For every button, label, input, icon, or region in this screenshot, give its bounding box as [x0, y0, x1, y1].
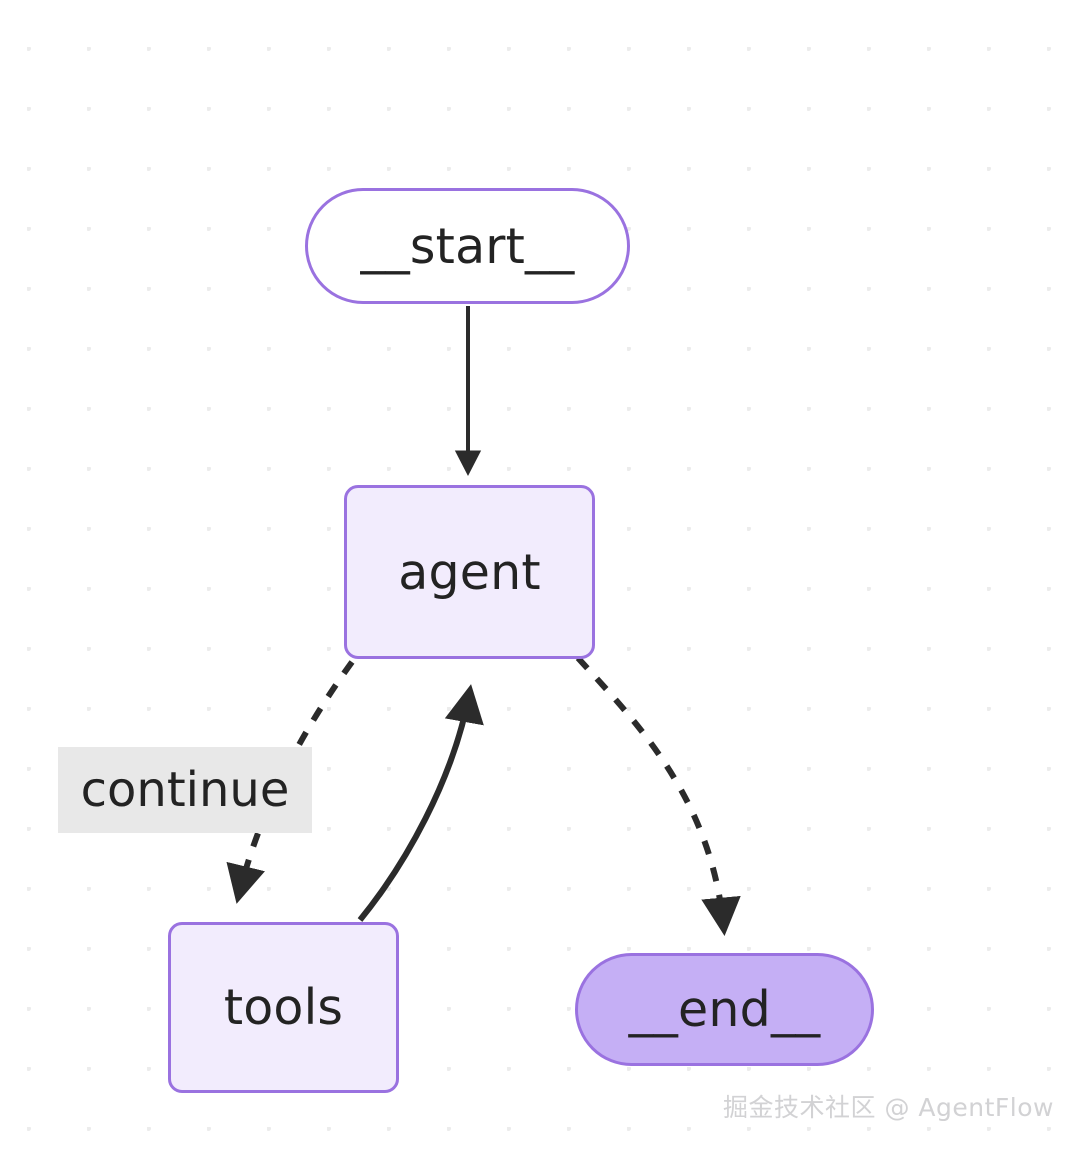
node-tools[interactable]: tools [168, 922, 399, 1093]
watermark: 掘金技术社区 @ AgentFlow [723, 1093, 1054, 1122]
node-end-label: __end__ [628, 981, 821, 1038]
node-tools-label: tools [223, 979, 344, 1036]
edge-tools-to-agent [357, 684, 484, 922]
node-agent[interactable]: agent [344, 485, 595, 659]
node-end[interactable]: __end__ [575, 953, 874, 1066]
node-start[interactable]: __start__ [305, 188, 630, 304]
node-agent-label: agent [398, 543, 541, 601]
node-start-label: __start__ [360, 217, 575, 275]
edge-agent-to-end [575, 655, 741, 936]
edge-label-continue: continue [58, 747, 312, 833]
